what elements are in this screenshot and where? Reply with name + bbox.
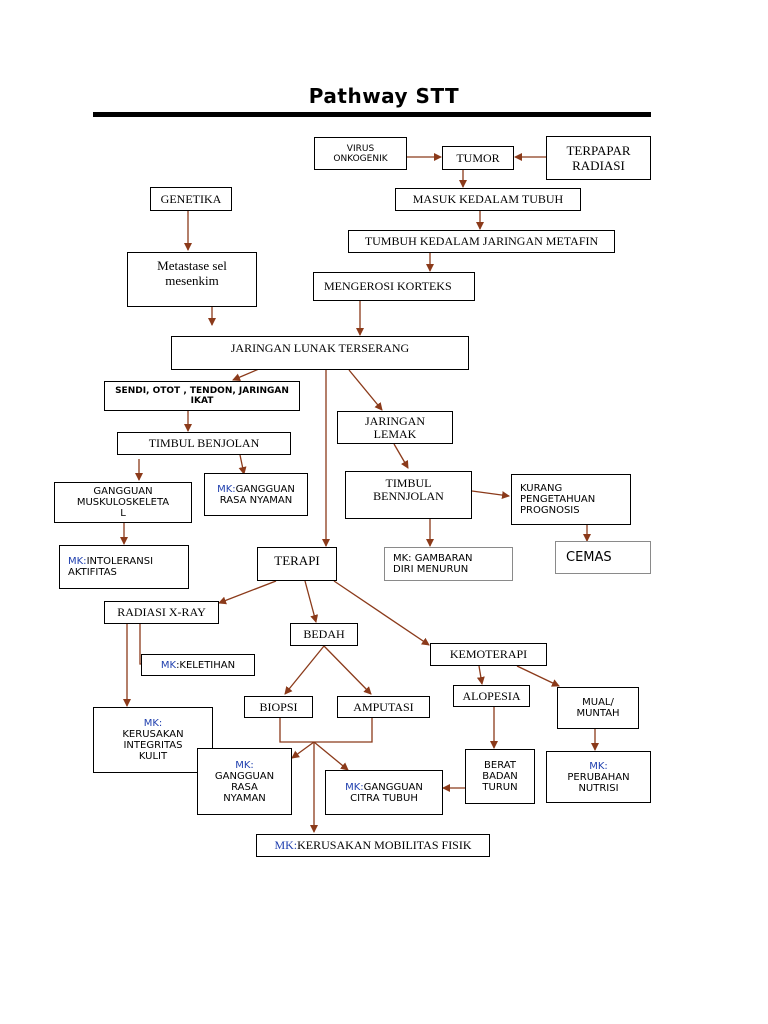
node-mk-perubahan-nutrisi: MK:PERUBAHAN NUTRISI [546, 751, 651, 803]
node-sendi-otot: SENDI, OTOT , TENDON, JARINGAN IKAT [104, 381, 300, 411]
node-jaringan-lemak: JARINGAN LEMAK [337, 411, 453, 444]
node-biopsi: BIOPSI [244, 696, 313, 718]
node-metastase: Metastase sel mesenkim [127, 252, 257, 307]
mk-prefix: MK [160, 659, 177, 671]
arrow-kemo-alopesia [476, 665, 485, 685]
node-kurang-pengetahuan: KURANG PENGETAHUAN PROGNOSIS [511, 474, 631, 525]
title-underline [93, 112, 651, 117]
mk-prefix: MK: [217, 483, 236, 495]
node-virus-onkogenik: VIRUS ONKOGENIK [314, 137, 407, 170]
node-mk-gangguan-rasa-nyaman-1: MK:GANGGUAN RASA NYAMAN [204, 473, 308, 516]
node-jaringan-lunak: JARINGAN LUNAK TERSERANG [171, 336, 469, 370]
mk-text: KERUSAKAN INTEGRITAS KULIT [122, 729, 184, 762]
node-timbul-benjolan: TIMBUL BENJOLAN [117, 432, 291, 455]
node-masuk-kedalam-tubuh: MASUK KEDALAM TUBUH [395, 188, 581, 211]
arrow-kemo-mual [516, 665, 560, 687]
node-mk-gambaran-diri: MK: GAMBARAN DIRI MENURUN [384, 547, 513, 581]
node-mk-gangguan-citra-tubuh: MK:GANGGUAN CITRA TUBUH [325, 770, 443, 815]
mk-prefix: MK: [68, 556, 87, 567]
arrow-terapi-radiasi [218, 580, 277, 605]
mk-text: GANGGUAN CITRA TUBUH [350, 781, 423, 804]
arrow-terapi-bedah [304, 580, 319, 623]
mk-text: :KELETIHAN [176, 659, 236, 671]
arrow-bedah-amputasi [323, 645, 372, 695]
node-mk-kerusakan-mobilitas: MK:KERUSAKAN MOBILITAS FISIK [256, 834, 490, 857]
node-terapi: TERAPI [257, 547, 337, 581]
node-terpapar-radiasi: TERPAPAR RADIASI [546, 136, 651, 180]
mk-text: PERUBAHAN NUTRISI [567, 771, 630, 794]
node-kemoterapi: KEMOTERAPI [430, 643, 547, 666]
mk-text: INTOLERANSI AKTIFITAS [68, 556, 154, 578]
node-genetika: GENETIKA [150, 187, 232, 211]
node-cemas: CEMAS [555, 541, 651, 574]
node-radiasi-xray: RADIASI X-RAY [104, 601, 219, 624]
arrow-terapi-kemo [333, 580, 430, 646]
arrow-bennjolan-kurang [471, 490, 510, 500]
node-mk-kerusakan-integritas-kulit: MK:KERUSAKAN INTEGRITAS KULIT [93, 707, 213, 773]
node-mengerosi-korteks: MENGEROSI KORTEKS [313, 272, 475, 301]
mk-prefix: MK: [235, 759, 254, 771]
arrow-timbul-mk-nyaman [238, 454, 247, 475]
node-bedah: BEDAH [290, 623, 358, 646]
page-title: Pathway STT [308, 84, 460, 108]
node-gangguan-muskuloskeletal: GANGGUAN MUSKULOSKELETA L [54, 482, 192, 523]
arrow-jaringan-lemak [348, 369, 383, 411]
node-mk-gangguan-rasa-nyaman-2: MK:GANGGUAN RASA NYAMAN [197, 748, 292, 815]
mk-prefix: MK: [589, 760, 608, 772]
mk-text: GANGGUAN RASA NYAMAN [214, 770, 275, 804]
arrow-bedah-biopsi [284, 645, 325, 695]
mk-prefix: MK: [143, 718, 163, 729]
node-tumbuh-kedalam-jaringan: TUMBUH KEDALAM JARINGAN METAFIN [348, 230, 615, 253]
mk-prefix: MK: [274, 838, 298, 852]
mk-text: KERUSAKAN MOBILITAS FISIK [297, 838, 472, 852]
mk-prefix: MK: [345, 781, 364, 793]
arrow-lemak-bennjolan [393, 443, 409, 469]
node-mual-muntah: MUAL/ MUNTAH [557, 687, 639, 729]
node-alopesia: ALOPESIA [453, 685, 530, 707]
arrow-bracket-nyaman [291, 741, 315, 759]
node-tumor: TUMOR [442, 146, 514, 170]
node-berat-badan-turun: BERAT BADAN TURUN [465, 749, 535, 804]
node-mk-keletihan: MK:KELETIHAN [141, 654, 255, 676]
node-mk-intoleransi: MK:INTOLERANSI AKTIFITAS [59, 545, 189, 589]
bracket-biopsi-amputasi [279, 718, 373, 743]
node-timbul-bennjolan: TIMBUL BENNJOLAN [345, 471, 472, 519]
arrow-bracket-citra [313, 741, 349, 771]
node-amputasi: AMPUTASI [337, 696, 430, 718]
mk-text: GANGGUAN RASA NYAMAN [219, 483, 295, 506]
